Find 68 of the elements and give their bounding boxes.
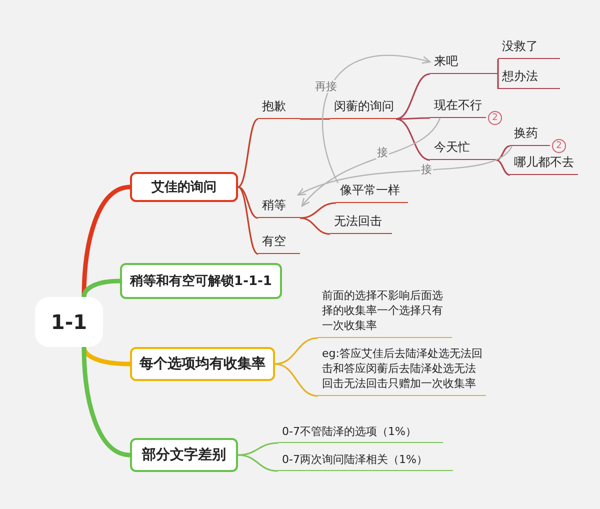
topic-text: 今天忙: [434, 139, 470, 156]
branch-line: [300, 202, 336, 219]
topic-text: 现在不行: [434, 97, 482, 114]
branch-line: [300, 217, 330, 235]
topic-text: 抱歉: [262, 98, 286, 115]
branch-line: [300, 118, 330, 120]
branch-topic: [430, 138, 496, 160]
topic-text: 0-7两次询问陆泽相关（1%）: [282, 452, 428, 467]
topic-text: 有空: [262, 233, 286, 250]
topic-text: 闵蘅的询问: [334, 98, 394, 115]
branch-topic: [498, 67, 560, 89]
branch-line: [496, 159, 510, 176]
branch-topic: [318, 290, 452, 338]
branch-topic: [430, 52, 498, 74]
relationship-arrow: [297, 146, 512, 196]
branch-line: [497, 74, 499, 89]
topic-text: 像平常一样: [340, 182, 400, 199]
edge-label: 接: [376, 146, 389, 159]
count-badge: 2: [552, 139, 566, 153]
branch-topic: [336, 183, 408, 203]
branch-line: [396, 117, 430, 120]
branch-line: [238, 186, 258, 219]
topic-box: [130, 347, 275, 381]
topic-text: 部分文字差别: [142, 446, 226, 464]
branch-topic: [258, 232, 300, 254]
topic-text: 来吧: [434, 53, 458, 70]
central-topic-box: [35, 297, 103, 347]
branch-line: [82, 278, 120, 298]
edge-label: 接: [420, 163, 433, 176]
branch-line: [396, 118, 430, 161]
branch-topic: [510, 153, 578, 175]
topic-text: 没救了: [502, 38, 538, 55]
topic-text: 换药: [514, 125, 538, 142]
branch-line: [396, 73, 430, 120]
branch-line: [274, 337, 318, 365]
branch-topic: [258, 196, 300, 218]
branch-topic: [498, 37, 560, 59]
topic-text: 艾佳的询问: [152, 179, 216, 196]
branch-topic: [330, 212, 392, 234]
branch-line: [274, 363, 318, 397]
count-badge: 2: [488, 111, 502, 125]
branch-line: [82, 346, 130, 458]
topic-text: 哪儿都不去: [514, 154, 574, 171]
topic-text: 0-7不管陆泽的选项（1%）: [282, 424, 416, 439]
topic-text: 1-1: [50, 310, 88, 334]
topic-text: eg:答应艾佳后去陆泽处选无法回击和答应闵蘅后去陆泽处选无法回击无法回击只赠加一次收集率: [322, 347, 484, 392]
topic-box: [120, 263, 282, 299]
topic-text: 想办法: [502, 68, 538, 85]
topic-text: 稍等: [262, 197, 286, 214]
branch-line: [238, 186, 258, 255]
branch-line: [238, 442, 278, 456]
topic-text: 无法回击: [334, 213, 382, 230]
branch-line: [238, 118, 258, 188]
topic-text: 稍等和有空可解锁1-1-1: [130, 272, 272, 290]
topic-box: [130, 172, 238, 202]
branch-line: [82, 184, 130, 298]
relationship-arrow: [322, 54, 431, 184]
topic-text: 每个选项均有收集率: [140, 355, 266, 373]
topic-box: [130, 438, 238, 472]
topic-text: 前面的选择不影响后面选择的收集率一个选择只有一次收集率: [322, 289, 444, 334]
relationship-arrow: [301, 118, 441, 207]
branch-line: [238, 454, 278, 472]
branch-topic: [510, 124, 550, 146]
branch-topic: [258, 97, 300, 119]
branch-line: [497, 59, 499, 74]
branch-topic: [330, 97, 396, 119]
edge-label: 再接: [314, 80, 338, 93]
branch-line: [496, 145, 510, 161]
